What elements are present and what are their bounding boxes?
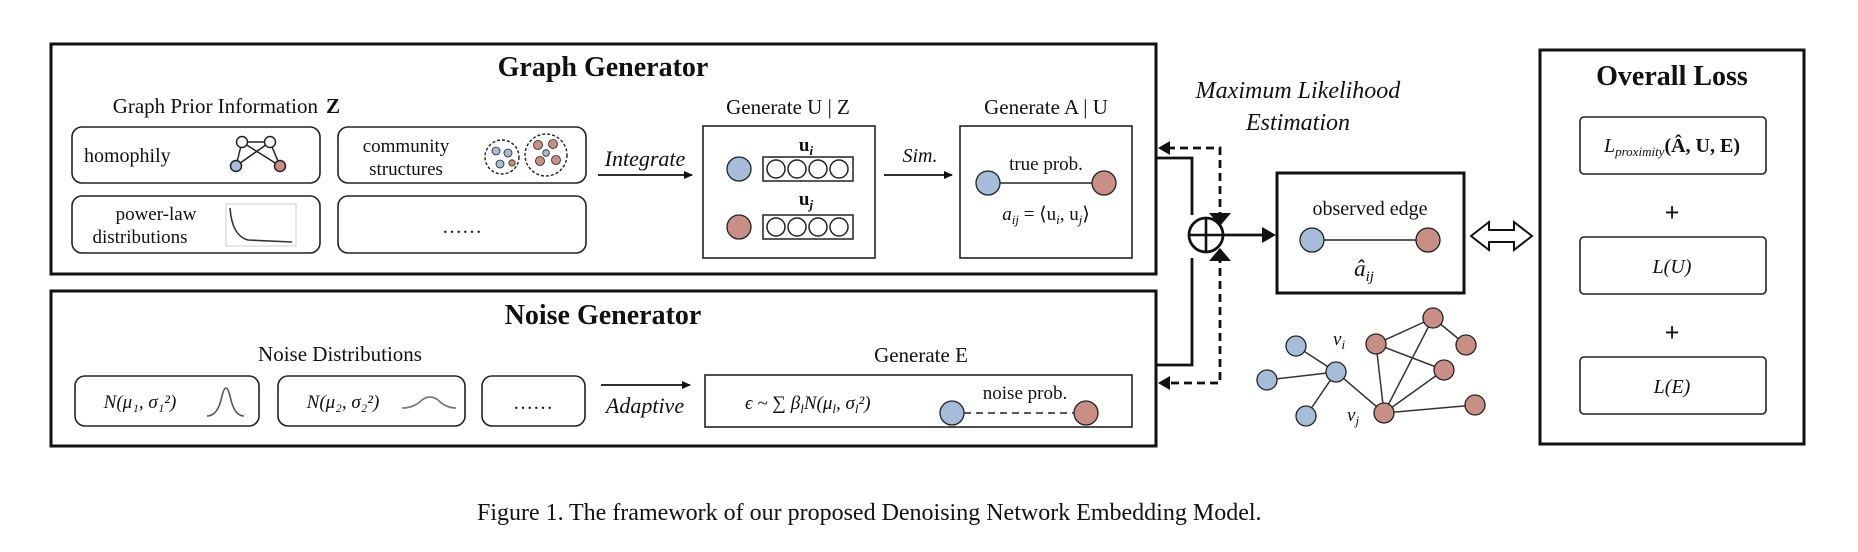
connector-arrows (1156, 141, 1231, 390)
powerlaw-box (71, 195, 321, 254)
u-j-label: uj (799, 189, 814, 212)
dist2-label: N(μ₂, σ₂²) (306, 392, 380, 413)
prior-ellipsis: …… (442, 216, 482, 238)
loss-e-term: L(E) (1653, 376, 1691, 398)
observed-edge-label: observed edge (1313, 198, 1428, 220)
embedding-u-j (762, 214, 854, 240)
gen-u-label: Generate U | Z (726, 95, 850, 119)
community-box (337, 126, 587, 184)
gen-e-box (704, 374, 1133, 428)
plus-1: + (1665, 198, 1680, 227)
loss-u-term: L(U) (1652, 256, 1692, 278)
embedding-u-i (762, 156, 854, 182)
gaussian-flat-icon (401, 396, 457, 409)
observed-edge-box (1275, 171, 1466, 295)
loss-e-box (1579, 356, 1767, 415)
caption-figure: Figure 1. (477, 500, 564, 526)
dist2-box (277, 375, 466, 427)
gaussian-peak-icon (206, 387, 245, 417)
mle-line1: Maximum Likelihood (1195, 78, 1402, 104)
node-i-blue (726, 156, 752, 182)
true-node-j (1091, 170, 1117, 196)
observed-node-i (1299, 227, 1325, 253)
graph-generator-title: Graph Generator (498, 52, 709, 83)
double-arrow-icon (1469, 219, 1534, 253)
homophily-box (71, 126, 321, 184)
community-label-line2: structures (369, 159, 443, 180)
a-ij-formula: aij = ⟨ui, uj⟩ (1002, 204, 1090, 227)
overall-loss-title: Overall Loss (1596, 61, 1748, 92)
node-j-red (726, 214, 752, 240)
example-network (1256, 307, 1486, 427)
v-j-label: vj (1347, 405, 1359, 428)
overall-loss-box (1538, 48, 1806, 446)
dist1-label: N(μ₁, σ₁²) (103, 392, 177, 413)
noise-prob-label: noise prob. (983, 383, 1067, 404)
a-hat-ij: âij (1354, 256, 1374, 285)
mle-line2: Estimation (1245, 110, 1350, 136)
powerlaw-label-line2: distributions (92, 227, 187, 248)
noise-generator-box (49, 289, 1158, 448)
sim-label: Sim. (903, 145, 938, 167)
loss-u-box (1579, 236, 1767, 295)
homophily-label: homophily (84, 145, 171, 167)
prior-info-label: Graph Prior Information (113, 94, 319, 118)
dist-ellipsis-box (481, 375, 586, 427)
gen-a-label: Generate A | U (984, 95, 1108, 119)
gen-u-box (702, 125, 876, 259)
noise-node-j (1073, 400, 1099, 426)
community-clusters-icon (484, 133, 568, 177)
oplus-arrow-head (1262, 227, 1276, 243)
community-label-line1: community (363, 136, 450, 157)
true-node-i (975, 170, 1001, 196)
loss-proximity-term: Lproximity(Â, U, E) (1603, 133, 1740, 159)
u-i-label: ui (799, 135, 814, 158)
noise-dist-label: Noise Distributions (258, 342, 422, 366)
oplus-icon (1187, 216, 1225, 254)
caption-text: The framework of our proposed Denoising … (569, 500, 1262, 526)
observed-node-j (1415, 227, 1441, 253)
dist1-box (74, 375, 260, 427)
noise-generator-title: Noise Generator (505, 300, 702, 331)
powerlaw-label-line1: power-law (116, 204, 197, 225)
prior-info-symbol: Z (326, 94, 340, 118)
homophily-graph-icon (229, 135, 287, 173)
integrate-label: Integrate (604, 146, 686, 171)
noise-node-i (939, 400, 965, 426)
true-prob-label: true prob. (1009, 154, 1083, 175)
gen-a-box (959, 125, 1133, 259)
gen-e-label: Generate E (874, 343, 968, 367)
v-i-label: vi (1333, 329, 1345, 352)
epsilon-formula: ϵ ~ ∑ βlN(μl, σl²) (745, 393, 871, 416)
prior-ellipsis-box (337, 195, 587, 254)
loss-proximity-box (1579, 116, 1767, 175)
adaptive-label: Adaptive (604, 393, 684, 418)
power-law-curve-icon (225, 203, 297, 247)
plus-2: + (1665, 318, 1680, 347)
dist-ellipsis: …… (513, 392, 553, 414)
